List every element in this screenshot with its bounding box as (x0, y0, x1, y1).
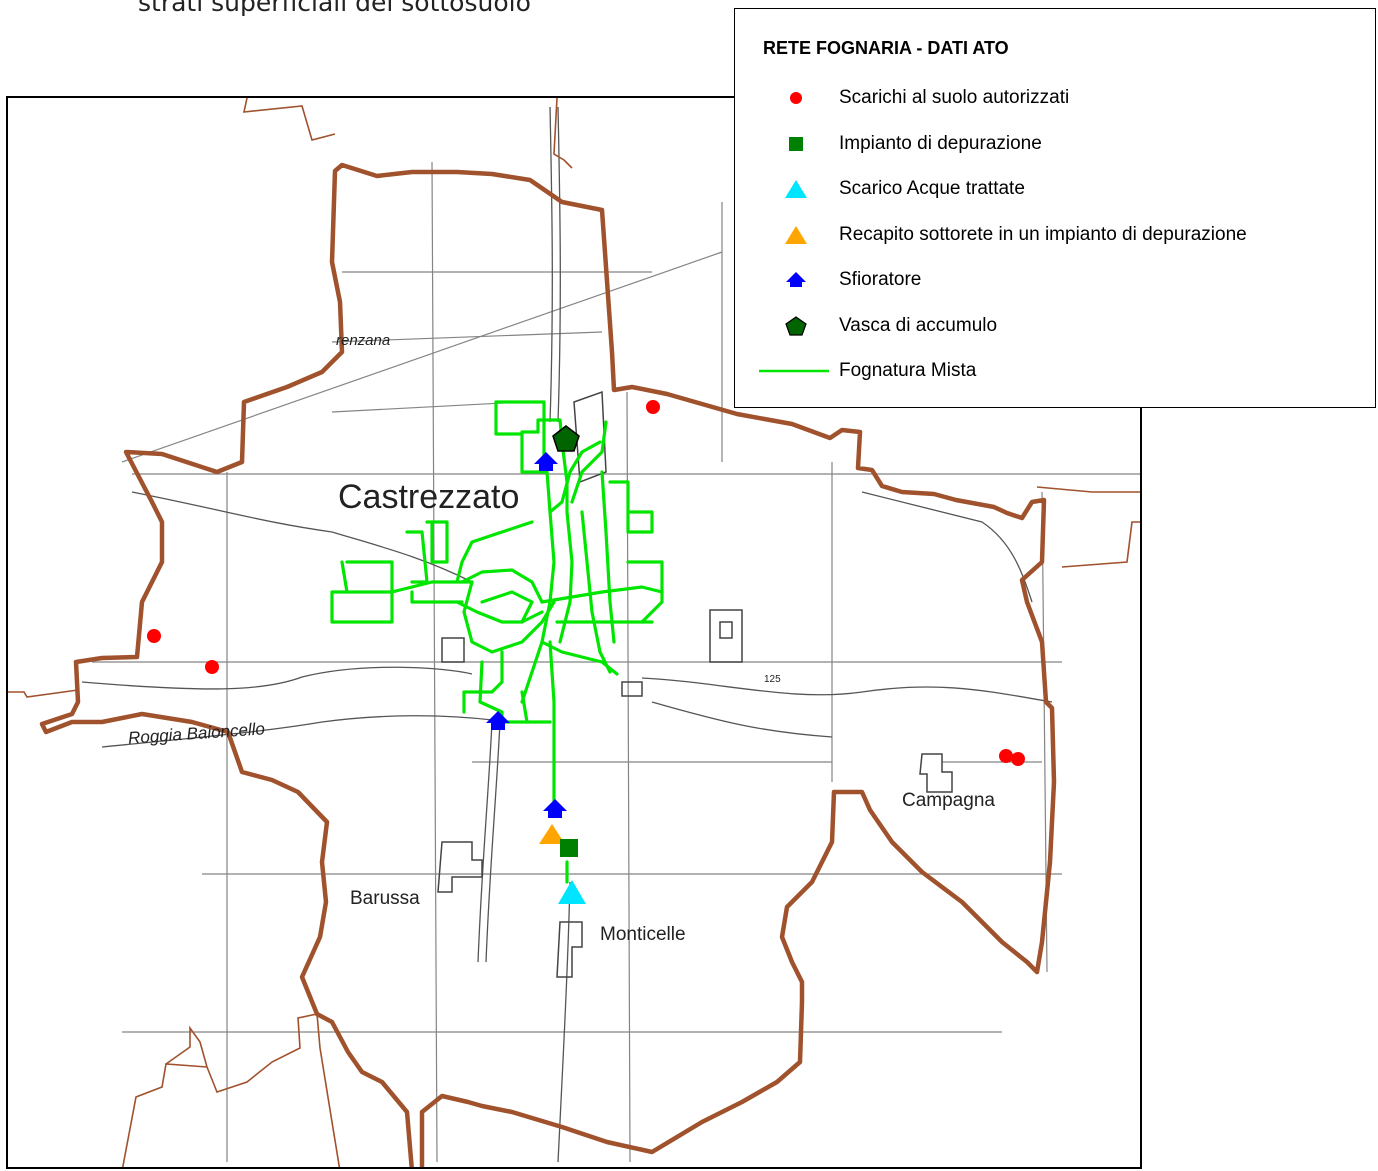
base-waterways (81, 106, 1053, 1163)
subnet-delivery-point (539, 824, 565, 844)
municipal-boundary (39, 162, 1057, 1167)
base-blocks (437, 390, 953, 978)
map-canvas (8, 98, 1140, 1167)
authorized-discharge-point (999, 749, 1013, 763)
page-caption: strati superficiali del sottosuolo (138, 0, 531, 17)
authorized-discharges (147, 400, 1025, 766)
legend-item-authorized-discharges: Scarichi al suolo autorizzati (735, 78, 1375, 118)
authorized-discharge-point (147, 629, 161, 643)
authorized-discharge-point (205, 660, 219, 674)
cyan-triangle-icon (785, 180, 807, 198)
place-label-renzana: renzana (336, 332, 391, 349)
red-circle-icon (790, 92, 802, 104)
legend-label: Impianto di depurazione (839, 133, 1042, 154)
place-label-monticelle: Monticelle (600, 924, 686, 945)
legend-label: Sfioratore (839, 269, 922, 290)
green-pentagon-icon (785, 316, 807, 336)
legend-title: RETE FOGNARIA - DATI ATO (763, 38, 1009, 58)
overflow-points (486, 452, 567, 818)
place-label-campagna: Campagna (902, 790, 995, 811)
legend-label: Recapito sottorete in un impianto di dep… (839, 224, 1247, 245)
treated-discharge-point (558, 880, 586, 904)
legend-item-overflow: Sfioratore (735, 260, 1375, 300)
legend-label: Vasca di accumulo (839, 315, 998, 336)
green-square-icon (789, 137, 803, 151)
legend-item-treatment-plant: Impianto di depurazione (735, 124, 1375, 164)
overflow-point (543, 799, 567, 818)
legend-label: Scarico Acque trattate (839, 178, 1025, 199)
treatment-plant-point (560, 839, 578, 857)
authorized-discharge-point (646, 400, 660, 414)
base-road-grid (92, 161, 1140, 1163)
legend-item-subnet-delivery: Recapito sottorete in un impianto di dep… (735, 215, 1375, 255)
legend-item-storage-tank: Vasca di accumulo (735, 306, 1375, 346)
legend-item-treated-discharge: Scarico Acque trattate (735, 169, 1375, 209)
place-label-barussa: Barussa (350, 888, 420, 909)
green-line-icon (759, 369, 829, 373)
authorized-discharge-point (1011, 752, 1025, 766)
legend-item-combined-sewer: Fognatura Mista (735, 351, 1375, 391)
place-label-road-number: 125 (764, 674, 781, 685)
orange-triangle-icon (785, 226, 807, 244)
place-label-castrezzato: Castrezzato (338, 478, 520, 516)
legend-label: Fognatura Mista (839, 360, 977, 381)
sewer-network (330, 400, 664, 884)
legend-label: Scarichi al suolo autorizzati (839, 87, 1070, 108)
storage-tank-point (552, 425, 580, 452)
overflow-point (486, 711, 510, 730)
neighbor-boundaries (8, 98, 1140, 1167)
overflow-point (534, 452, 558, 471)
map-legend: RETE FOGNARIA - DATI ATO Scarichi al suo… (734, 8, 1376, 408)
blue-house-arrow-icon (786, 272, 806, 287)
